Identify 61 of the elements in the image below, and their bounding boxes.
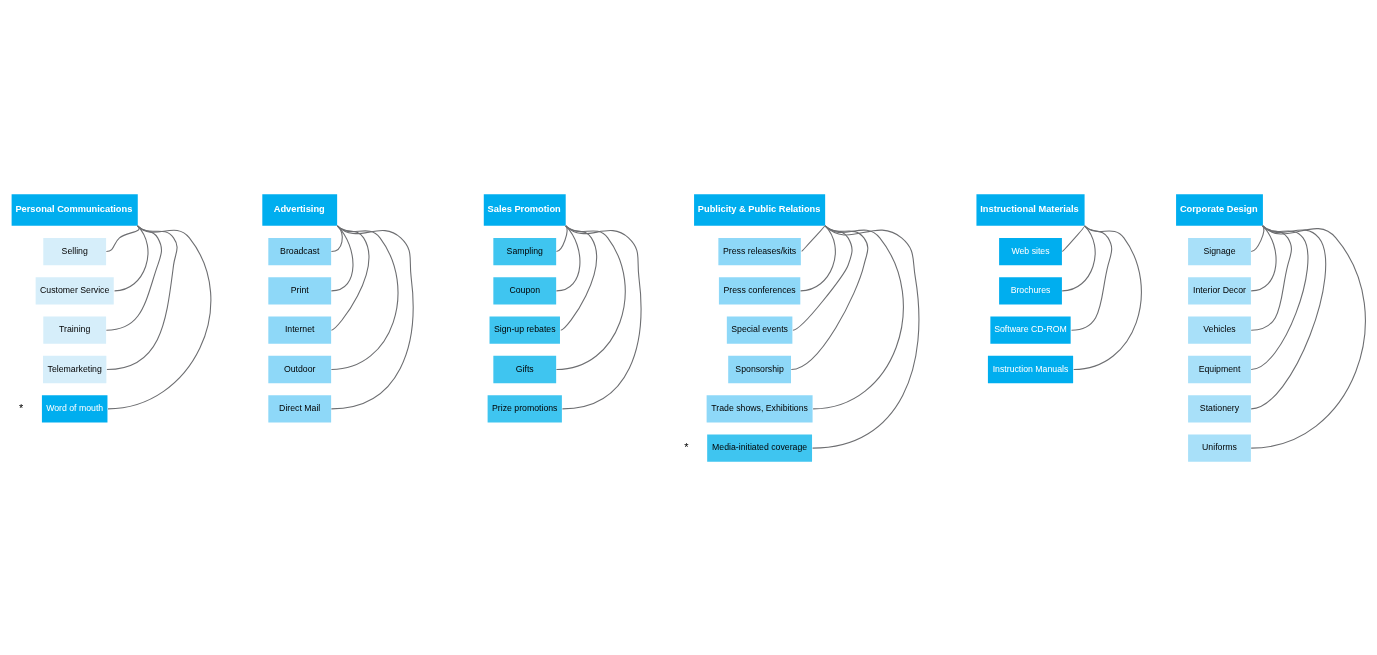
node-box: Trade shows, Exhibitions: [706, 394, 813, 422]
node-box: Training: [43, 316, 107, 344]
connector: [1250, 224, 1366, 449]
node-box: Interior Decor: [1188, 276, 1251, 304]
node-box: Vehicles: [1188, 316, 1251, 344]
connector: [561, 224, 642, 409]
node-box: Prize promotions: [487, 394, 562, 422]
node-box: Equipment: [1188, 355, 1251, 383]
node-box: Sampling: [493, 237, 557, 265]
node-box: Instruction Manuals: [987, 355, 1074, 383]
node-box: Internet: [268, 316, 332, 344]
node-box: Software CD-ROM: [990, 316, 1071, 344]
connector: [1250, 224, 1309, 370]
connector: [1250, 224, 1327, 409]
connector: [790, 224, 869, 370]
connector: [560, 224, 597, 331]
connector: [330, 224, 370, 331]
connector: [801, 224, 826, 252]
node-box: Broadcast: [268, 237, 332, 265]
connector: [106, 224, 178, 370]
connector: [1073, 224, 1142, 370]
node-box: Outdoor: [268, 355, 332, 383]
node-box: Direct Mail: [268, 394, 332, 422]
connector: [812, 224, 920, 449]
node-box: Corporate Design: [1176, 193, 1263, 226]
node-box: Uniforms: [1188, 434, 1251, 462]
node-box: Brochures: [999, 276, 1062, 304]
node-box: Press conferences: [718, 276, 801, 304]
connector: [555, 224, 626, 370]
node-box: Publicity & Public Relations: [694, 193, 826, 226]
node-box: Media-initiated coverage: [707, 434, 813, 462]
node-label: *: [684, 440, 689, 453]
node-box: Selling: [43, 237, 107, 265]
node-box: Coupon: [493, 276, 557, 304]
node-box: Instructional Materials: [976, 193, 1085, 226]
connector: [792, 224, 853, 331]
connector: [1250, 224, 1277, 291]
node-box: Word of mouth: [41, 394, 108, 422]
node-label: *: [19, 401, 24, 414]
node-box: Print: [268, 276, 332, 304]
node-box: Press releases/kits: [718, 237, 801, 265]
node-box: Telemarketing: [43, 355, 107, 383]
node-box: Sign-up rebates: [489, 316, 560, 344]
node-box: Advertising: [262, 193, 338, 226]
connector: [555, 224, 581, 291]
node-box: Special events: [726, 316, 793, 344]
node-box: Sponsorship: [728, 355, 791, 383]
node-box: Gifts: [493, 355, 557, 383]
node-box: Stationery: [1188, 394, 1251, 422]
connector: [1061, 224, 1086, 252]
connector: [1250, 224, 1292, 331]
node-box: Web sites: [999, 237, 1062, 265]
connector: [800, 224, 836, 291]
node-box: Personal Communications: [11, 193, 138, 226]
node-box: Signage: [1188, 237, 1251, 265]
node-box: Sales Promotion: [483, 193, 566, 226]
node-box: Customer Service: [35, 276, 114, 304]
connector: [330, 224, 414, 409]
connector: [107, 224, 212, 409]
connector: [330, 224, 399, 370]
connector: [1061, 224, 1096, 291]
